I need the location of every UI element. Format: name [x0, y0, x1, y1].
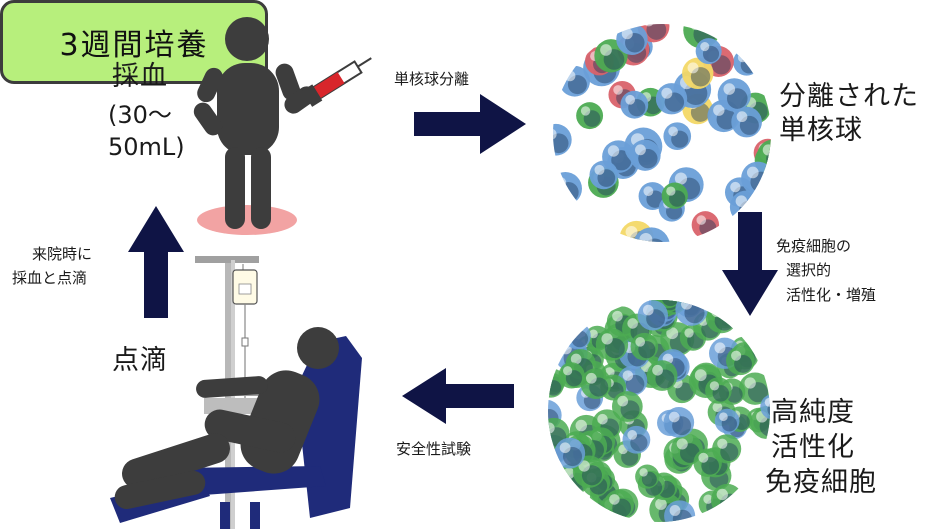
- culture-box: 3週間培養: [0, 0, 268, 84]
- cell: [554, 437, 586, 469]
- culture-label: 3週間培養: [59, 28, 209, 63]
- blood-donor-figure: [193, 17, 372, 235]
- cell: [630, 332, 659, 361]
- cell: [603, 489, 635, 520]
- infusion-label: 点滴: [112, 345, 168, 376]
- arrow-up-icon: [128, 206, 184, 318]
- arrow-left-icon: [402, 368, 514, 424]
- cell: [637, 300, 669, 331]
- cell: [620, 90, 649, 119]
- cell: [616, 24, 648, 55]
- cell: [559, 65, 590, 97]
- iv-bag-icon: [232, 269, 258, 305]
- cell: [663, 122, 692, 151]
- cell: [553, 171, 582, 206]
- cell: [705, 377, 732, 404]
- cell: [738, 372, 770, 405]
- cell: [655, 83, 688, 115]
- cell: [646, 360, 678, 391]
- return-draw-line1: 来院時に: [32, 245, 93, 263]
- cell: [705, 301, 738, 334]
- cell: [611, 391, 643, 422]
- cell: [714, 408, 740, 434]
- separated-cells-line2: 単核球: [779, 115, 863, 146]
- cell: [664, 500, 696, 522]
- cell: [712, 434, 742, 464]
- cell: [558, 362, 585, 389]
- cell: [661, 182, 688, 209]
- cell: [695, 38, 722, 65]
- cell: [635, 464, 660, 489]
- cell: [729, 190, 763, 224]
- separated-cells-line1: 分離された: [779, 81, 919, 112]
- activation-line1: 免疫細胞の: [776, 237, 852, 255]
- cell: [563, 322, 591, 350]
- cell: [760, 394, 770, 420]
- safety-test-label: 安全性試験: [396, 440, 472, 458]
- arrow-down-icon: [722, 212, 778, 316]
- result-cells-line3: 免疫細胞: [765, 467, 877, 498]
- result-cells-line2: 活性化: [771, 432, 855, 463]
- syringe-icon: [302, 57, 372, 107]
- result-cells-line1: 高純度: [771, 397, 855, 428]
- cell: [638, 182, 667, 211]
- return-draw-line2: 採血と点滴: [12, 269, 88, 287]
- infusion-patient-figure: [110, 327, 362, 529]
- cell: [682, 57, 714, 90]
- cell: [675, 300, 708, 326]
- cell: [622, 425, 651, 454]
- blood-draw-label: 採血: [112, 61, 168, 92]
- cell: [654, 300, 682, 309]
- activated-immune-cells: [548, 300, 770, 522]
- cell: [731, 106, 762, 138]
- cell: [733, 48, 761, 76]
- blood-volume-line2: 50mL): [108, 133, 185, 161]
- activation-line2: 選択的: [786, 261, 832, 279]
- cell: [632, 227, 670, 242]
- cell: [589, 160, 619, 190]
- cell: [595, 328, 629, 361]
- cell: [629, 139, 661, 171]
- cell: [594, 39, 628, 73]
- arrow-right-icon: [414, 94, 526, 154]
- cell: [553, 123, 572, 156]
- separation-label: 単核球分離: [394, 70, 470, 88]
- cell: [576, 102, 604, 130]
- cell: [710, 483, 744, 517]
- activation-line3: 活性化・増殖: [786, 286, 877, 304]
- cell: [726, 346, 755, 376]
- cell: [663, 407, 695, 438]
- cell: [717, 78, 751, 112]
- blood-volume-line1: (30〜: [108, 101, 172, 129]
- cell: [580, 368, 612, 400]
- separated-mononuclear-cells: [553, 24, 771, 242]
- cell: [741, 161, 771, 195]
- cell: [691, 211, 720, 239]
